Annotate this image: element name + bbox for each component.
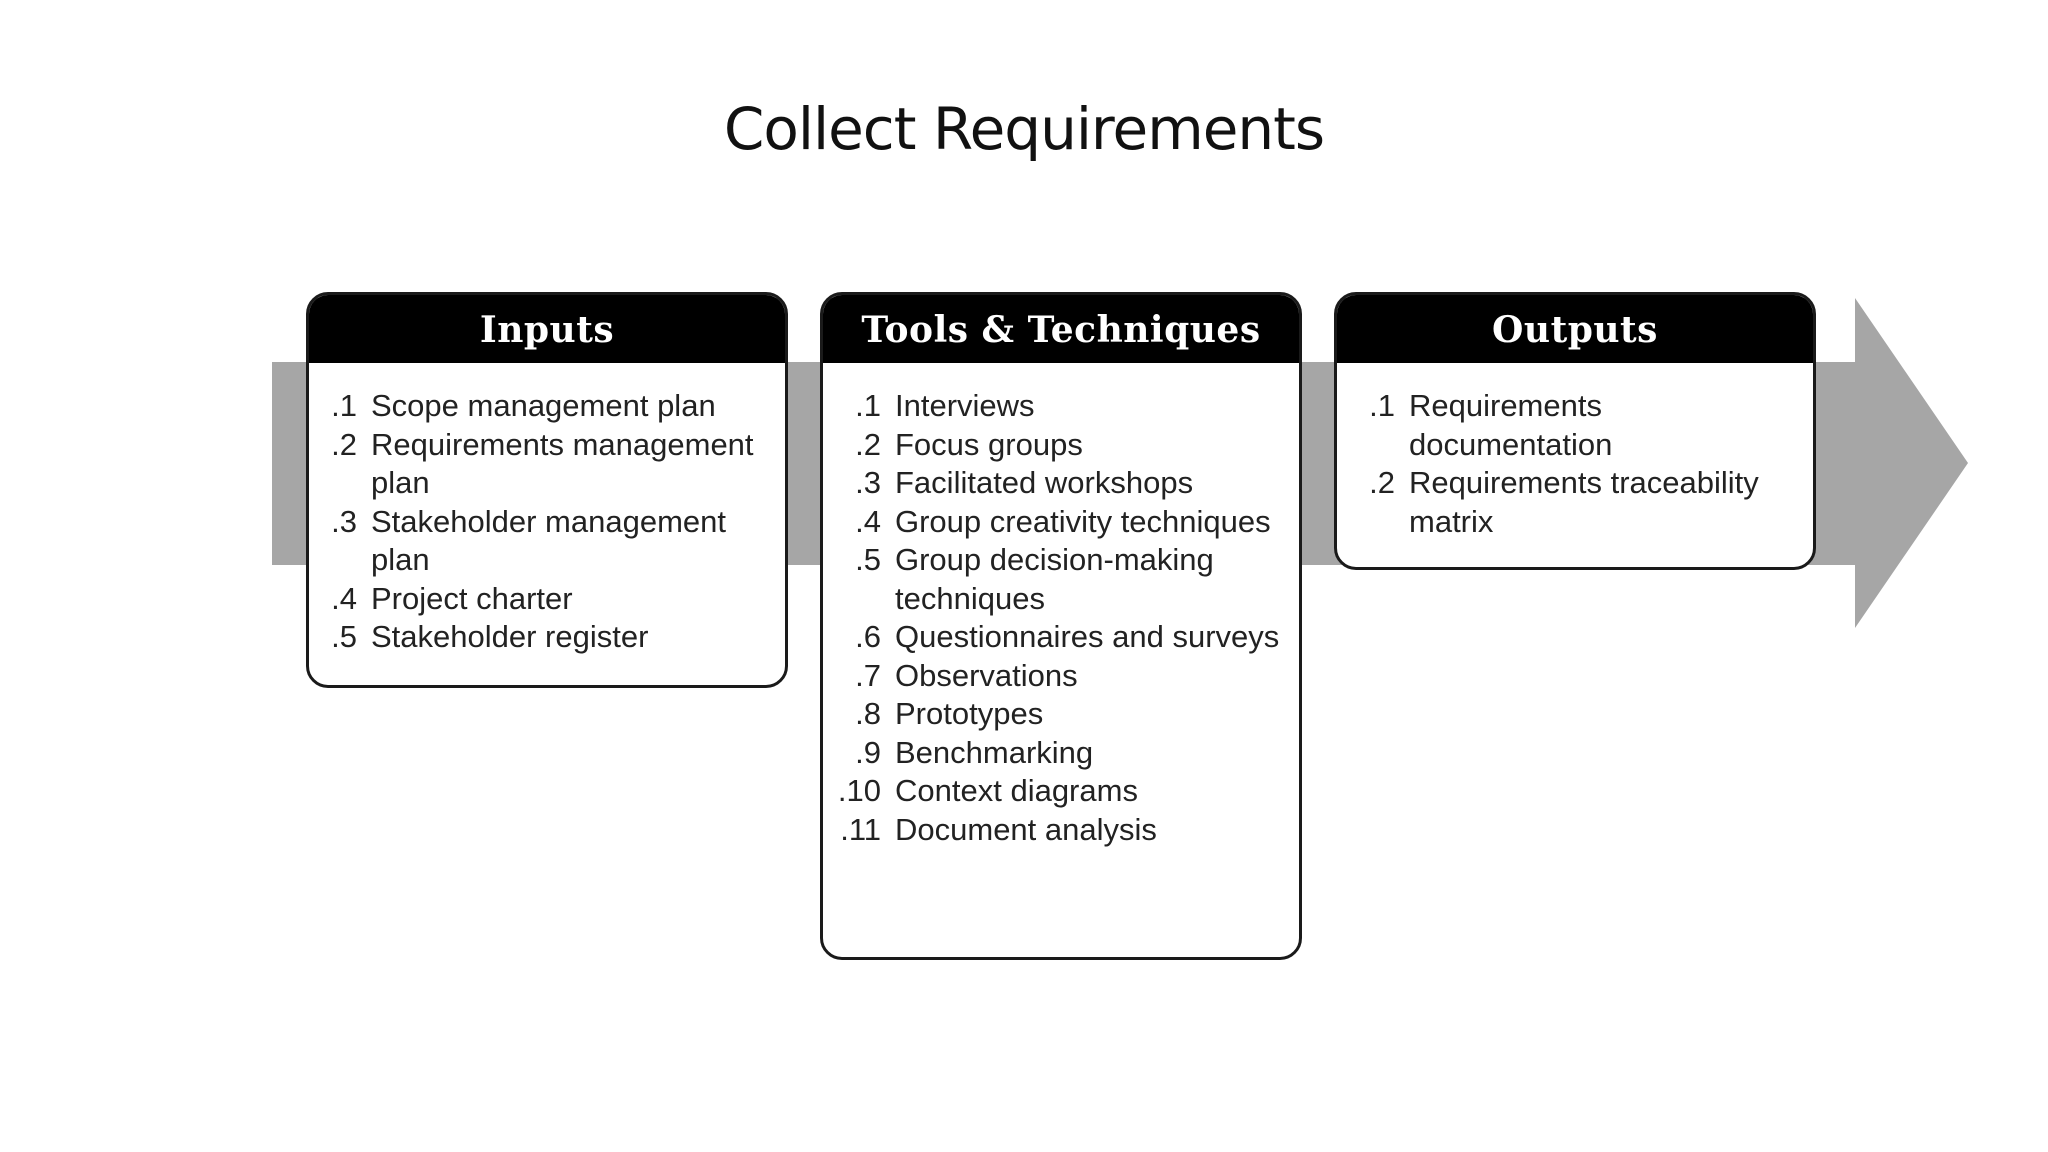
item-number: .5 bbox=[331, 619, 357, 654]
list-item: .3 Facilitated workshops bbox=[823, 464, 1281, 503]
item-number: .1 bbox=[1369, 388, 1395, 423]
inputs-header: Inputs bbox=[309, 295, 785, 363]
list-item: .9 Benchmarking bbox=[823, 734, 1281, 773]
item-text: Interviews bbox=[895, 388, 1035, 423]
list-item: .2 Requirements management plan bbox=[309, 426, 767, 503]
item-number: .2 bbox=[1369, 465, 1395, 500]
item-text: Scope management plan bbox=[371, 388, 716, 423]
item-number: .1 bbox=[855, 388, 881, 423]
list-item: .5 Group decision-making techniques bbox=[823, 541, 1281, 618]
item-text: Benchmarking bbox=[895, 734, 1094, 770]
item-number: .5 bbox=[855, 542, 881, 577]
list-item: .8 Prototypes bbox=[823, 695, 1281, 734]
tools-techniques-header: Tools & Techniques bbox=[823, 295, 1299, 363]
inputs-list: .1 Scope management plan .2 Requirements m… bbox=[309, 363, 785, 657]
outputs-list: .1 Requirements documentation .2 Requireme… bbox=[1337, 363, 1813, 541]
list-item: .3 Stakeholder management plan bbox=[309, 503, 767, 580]
item-text: Group creativity techniques bbox=[895, 503, 1271, 539]
item-number: .7 bbox=[855, 657, 881, 693]
item-number: .6 bbox=[855, 619, 881, 654]
tools-techniques-box: Tools & Techniques .1 Interviews .2 Focus … bbox=[820, 292, 1302, 960]
item-number: .2 bbox=[855, 426, 881, 462]
list-item: .6 Questionnaires and surveys bbox=[823, 618, 1281, 657]
list-item: .1 Scope management plan bbox=[309, 387, 767, 426]
slide-title: Collect Requirements bbox=[723, 95, 1325, 163]
item-number: .11 bbox=[840, 811, 881, 847]
item-text: Prototypes bbox=[895, 696, 1044, 731]
outputs-header: Outputs bbox=[1337, 295, 1813, 363]
inputs-box: Inputs .1 Scope management plan .2 Require… bbox=[306, 292, 788, 688]
tools-techniques-list: .1 Interviews .2 Focus groups .3 Facilitate… bbox=[823, 363, 1299, 849]
item-text: Stakeholder management plan bbox=[371, 503, 727, 578]
item-number: .1 bbox=[331, 388, 357, 423]
list-item: .10 Context diagrams bbox=[823, 772, 1281, 811]
list-item: .4 Project charter bbox=[309, 580, 767, 619]
item-text: Requirements traceability matrix bbox=[1409, 465, 1759, 539]
item-text: Requirements documentation bbox=[1409, 388, 1613, 462]
item-text: Context diagrams bbox=[895, 773, 1138, 808]
outputs-box: Outputs .1 Requirements documentation .2 R… bbox=[1334, 292, 1816, 570]
item-number: .8 bbox=[855, 696, 881, 731]
item-text: Requirements management plan bbox=[371, 426, 754, 501]
list-item: .11 Document analysis bbox=[823, 811, 1281, 850]
list-item: .1 Interviews bbox=[823, 387, 1281, 426]
item-number: .10 bbox=[837, 773, 881, 808]
item-number: .3 bbox=[331, 503, 357, 539]
item-text: Facilitated workshops bbox=[895, 465, 1194, 500]
item-text: Observations bbox=[895, 657, 1078, 693]
item-number: .4 bbox=[855, 503, 881, 539]
item-text: Group decision-making techniques bbox=[895, 542, 1214, 616]
list-item: .7 Observations bbox=[823, 657, 1281, 696]
item-text: Focus groups bbox=[895, 426, 1083, 462]
item-text: Stakeholder register bbox=[371, 619, 649, 654]
item-text: Project charter bbox=[371, 580, 573, 616]
item-text: Questionnaires and surveys bbox=[895, 619, 1280, 654]
list-item: .5 Stakeholder register bbox=[309, 618, 767, 657]
item-number: .4 bbox=[331, 580, 357, 616]
list-item: .4 Group creativity techniques bbox=[823, 503, 1281, 542]
list-item: .2 Requirements traceability matrix bbox=[1337, 464, 1795, 541]
list-item: .1 Requirements documentation bbox=[1337, 387, 1795, 464]
item-number: .2 bbox=[331, 426, 357, 462]
item-number: .3 bbox=[855, 465, 881, 500]
list-item: .2 Focus groups bbox=[823, 426, 1281, 465]
item-text: Document analysis bbox=[895, 811, 1157, 847]
item-number: .9 bbox=[855, 734, 881, 770]
